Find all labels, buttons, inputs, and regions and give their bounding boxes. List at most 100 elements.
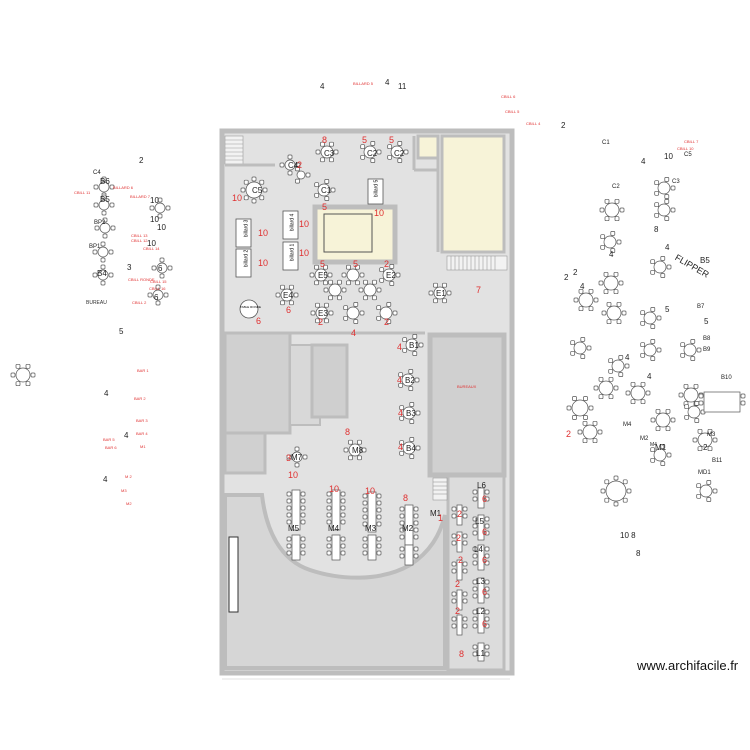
indoor-table-11 (343, 302, 365, 324)
count-e1: 7 (476, 285, 482, 295)
count-m2: 8 (403, 493, 409, 503)
indoor-table-19 (286, 446, 308, 468)
count-b1r: 4 (397, 342, 403, 352)
table-m4: M4 (328, 524, 340, 533)
count-m8: 8 (345, 427, 351, 437)
long-table-5 (326, 534, 346, 561)
indoor-table-17 (399, 437, 421, 459)
stairs-right (446, 255, 508, 271)
label-cbill-13: CBILL 13 (131, 233, 148, 238)
outdoor-table-13 (650, 256, 672, 278)
count-b3: 10 (258, 228, 269, 238)
count-r4d: 4 (625, 353, 630, 362)
indoor-table-2 (387, 141, 409, 163)
outdoor-table-4 (92, 264, 114, 286)
long-table-18 (451, 614, 468, 636)
count-b4r: 4 (398, 442, 404, 452)
label-bureau: BUREAU (86, 300, 107, 306)
count-top-2: 2 (561, 121, 566, 130)
label-b7: B7 (697, 304, 705, 310)
label-b5-right: B5 (700, 256, 710, 265)
stage-block (228, 536, 239, 613)
outdoor-table-11 (654, 199, 676, 221)
outdoor-table-6 (151, 257, 173, 279)
count-m7: 3 (286, 453, 292, 463)
billiard-label-2: billard 2 (243, 249, 250, 268)
count-4b: 4 (124, 431, 129, 440)
long-table-7 (399, 544, 419, 566)
outdoor-table-32 (650, 444, 672, 466)
indoor-table-12 (376, 302, 398, 324)
outdoor-table-1 (93, 194, 115, 216)
count-r5b: 5 (704, 317, 709, 326)
long-table-12 (472, 607, 490, 634)
table-c3: C3 (324, 149, 335, 158)
count-l-6c: 6 (482, 555, 488, 565)
bureaux-label: BUREAUX (457, 384, 477, 389)
count-6b: 6 (154, 293, 159, 302)
count-e2: 2 (384, 259, 390, 269)
label-bar-6: BAR 6 (105, 445, 117, 450)
long-table-1 (326, 489, 346, 531)
count-e7: 2 (384, 317, 390, 327)
table-l5: L5 (475, 517, 484, 526)
indoor-table-16 (399, 402, 421, 424)
label-cbill-14: CBILL 14 (143, 246, 160, 251)
label-m2-right: M2 (640, 436, 649, 442)
count-l-6b: 6 (482, 527, 488, 537)
long-table-3 (399, 504, 419, 546)
count-m3: 10 (365, 486, 376, 496)
count-top-4b: 4 (385, 78, 390, 87)
table-m3: M3 (365, 524, 377, 533)
count-ring: 10 (374, 208, 385, 218)
count-5: 5 (119, 327, 124, 336)
outdoor-table-5 (149, 197, 171, 219)
long-table-17 (451, 589, 468, 611)
long-table-0 (286, 489, 306, 531)
long-table-14 (451, 504, 468, 526)
count-c5: 10 (232, 193, 243, 203)
bureaux-room (427, 332, 507, 478)
outdoor-long-table (698, 391, 746, 413)
storage-room (440, 134, 506, 254)
lounge-area (446, 474, 506, 672)
label-m2-small: M 2 (125, 474, 132, 479)
label-cbill-2: CBILL 2 (132, 300, 147, 305)
label-b10: B10 (721, 375, 732, 381)
count-3: 3 (127, 263, 132, 272)
count-c2b: 5 (389, 135, 395, 145)
label-cbill-ronde: CBILL RONDE (128, 277, 155, 282)
indoor-table-22 (295, 166, 311, 184)
outdoor-table-17 (640, 307, 662, 329)
outdoor-table-10 (654, 177, 676, 199)
billiard-label-4: billard 4 (289, 213, 296, 232)
indoor-table-20 (323, 279, 347, 301)
table-l3: L3 (476, 577, 485, 586)
count-m1: 1 (438, 513, 444, 523)
stairs-top-left (224, 135, 244, 165)
outdoor-table-14 (598, 271, 624, 295)
count-ronde: 6 (256, 316, 262, 326)
count-4c: 4 (103, 475, 108, 484)
outdoor-table-8 (10, 363, 36, 387)
count-e4: 6 (286, 305, 292, 315)
label-billard-top: BILLARD 5 (353, 81, 374, 86)
table-b3: B3 (406, 409, 416, 418)
indoor-table-3 (279, 154, 301, 176)
label-bp2: BP2 (94, 220, 106, 226)
label-cbill-16: CBILL 16 (149, 286, 166, 291)
count-e0: 4 (351, 328, 357, 338)
count-b4: 10 (299, 219, 310, 229)
count-10c: 10 (157, 223, 166, 232)
billiard-label-3: billard 3 (243, 219, 250, 238)
count-r2c: 2 (703, 443, 708, 452)
count-r2b: 2 (573, 268, 578, 277)
outdoor-table-27 (650, 408, 676, 432)
label-bp1: BP1 (89, 244, 101, 250)
label-billard-6: BILLARD 6 (113, 185, 134, 190)
long-table-15 (451, 531, 468, 553)
count-c3: 8 (322, 135, 328, 145)
table-l6: L6 (477, 481, 486, 490)
count-10d: 10 (147, 239, 156, 248)
